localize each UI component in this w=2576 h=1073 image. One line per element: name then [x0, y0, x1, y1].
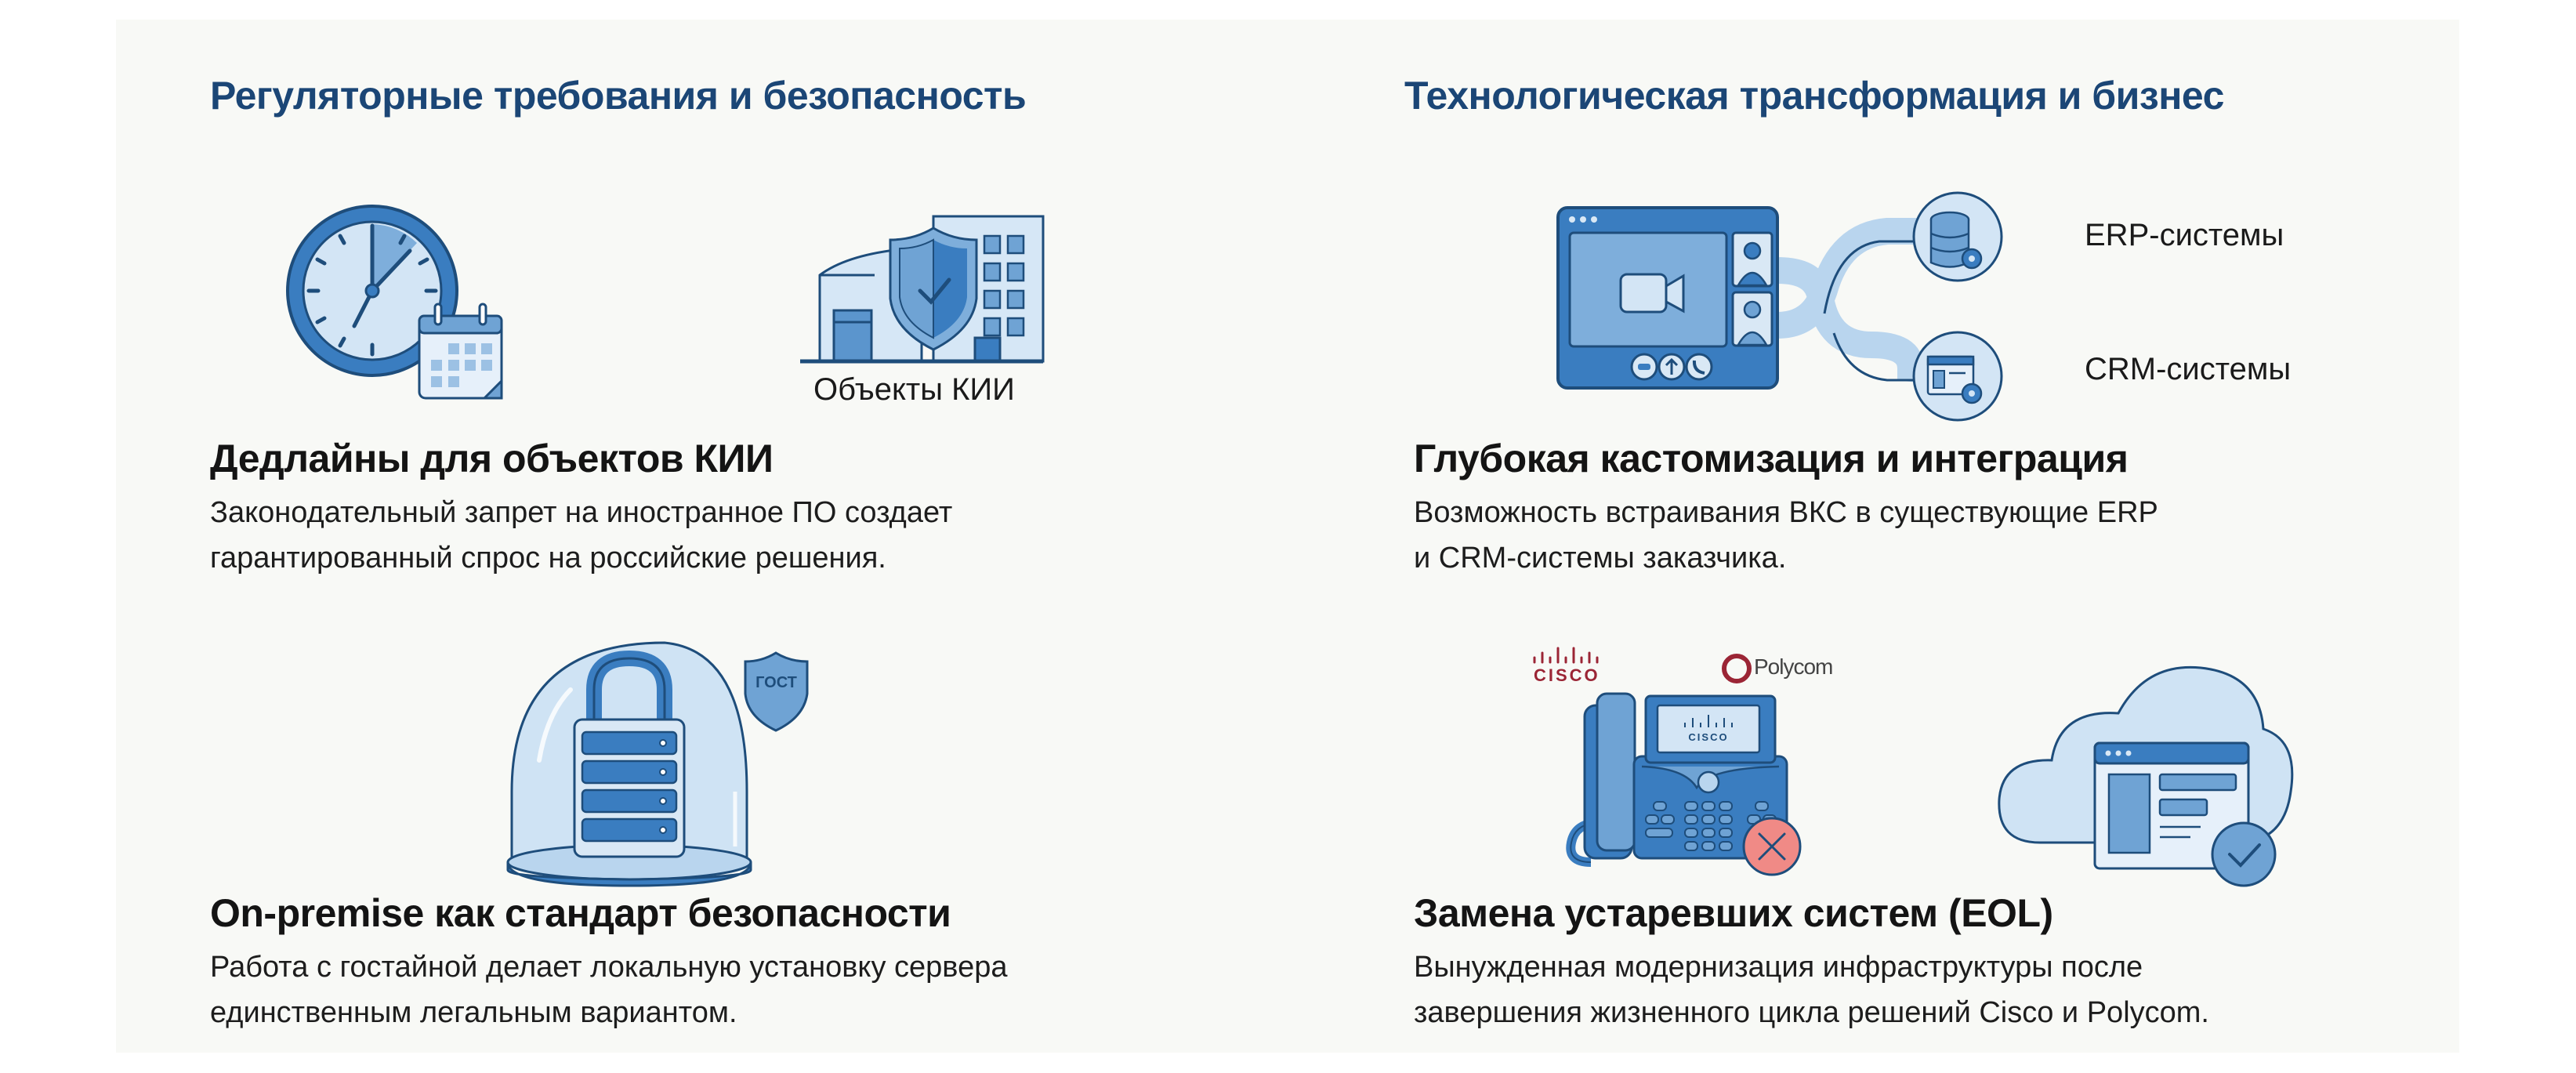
item-title-eol: Замена устаревших систем (EOL)	[1414, 891, 2053, 935]
item-title-customization: Глубокая кастомизация и интеграция	[1414, 437, 2129, 480]
server-lock-dome-icon	[500, 635, 759, 887]
cisco-logo: CISCO	[1531, 647, 1601, 686]
cisco-logo-text: CISCO	[1534, 665, 1600, 685]
ip-phone-error-icon: CISCO	[1566, 690, 1810, 878]
desc-line: единственным легальным вариантом.	[210, 996, 737, 1029]
building-shield-icon	[796, 205, 1047, 369]
item-title-deadlines: Дедлайны для объектов КИИ	[210, 437, 774, 480]
polycom-logo-icon	[1721, 653, 1752, 684]
crm-window-gear-icon	[1912, 331, 2003, 422]
gost-badge-text: ГОСТ	[755, 674, 797, 691]
desc-line: и CRM-системы заказчика.	[1414, 542, 1787, 575]
item-desc-deadlines: Законодательный запрет на иностранное ПО…	[210, 490, 952, 581]
polycom-logo-text: Polycom	[1754, 654, 1833, 679]
item-desc-onpremise: Работа с гостайной делает локальную уста…	[210, 944, 1007, 1035]
kii-objects-label: Объекты КИИ	[813, 372, 1015, 407]
crm-label: CRM-системы	[2085, 352, 2292, 386]
integration-diagram	[1542, 188, 2003, 423]
infographic-card: Регуляторные требования и безопасность	[116, 20, 2459, 1053]
erp-label: ERP-системы	[2085, 218, 2284, 252]
section-title-regulatory: Регуляторные требования и безопасность	[210, 74, 1027, 118]
database-gear-icon	[1912, 191, 2003, 282]
gost-shield-icon: ГОСТ	[743, 651, 810, 733]
clock-calendar-icon	[282, 187, 503, 400]
phone-screen-text: CISCO	[1688, 731, 1728, 743]
desc-line: Вынужденная модернизация инфраструктуры …	[1414, 951, 2143, 984]
item-desc-customization: Возможность встраивания ВКС в существующ…	[1414, 490, 2158, 581]
section-title-tech: Технологическая трансформация и бизнес	[1404, 74, 2224, 118]
item-desc-eol: Вынужденная модернизация инфраструктуры …	[1414, 944, 2209, 1035]
desc-line: Возможность встраивания ВКС в существующ…	[1414, 496, 2158, 529]
desc-line: завершения жизненного цикла решений Cisc…	[1414, 996, 2209, 1029]
desc-line: гарантированный спрос на российские реше…	[210, 542, 886, 575]
desc-line: Законодательный запрет на иностранное ПО…	[210, 496, 953, 529]
desc-line: Работа с гостайной делает локальную уста…	[210, 951, 1008, 984]
error-x-icon	[1741, 815, 1803, 878]
item-title-onpremise: On-premise как стандарт безопасности	[210, 891, 951, 935]
cloud-app-check-icon	[1993, 651, 2299, 887]
video-conference-icon	[1556, 206, 1779, 390]
